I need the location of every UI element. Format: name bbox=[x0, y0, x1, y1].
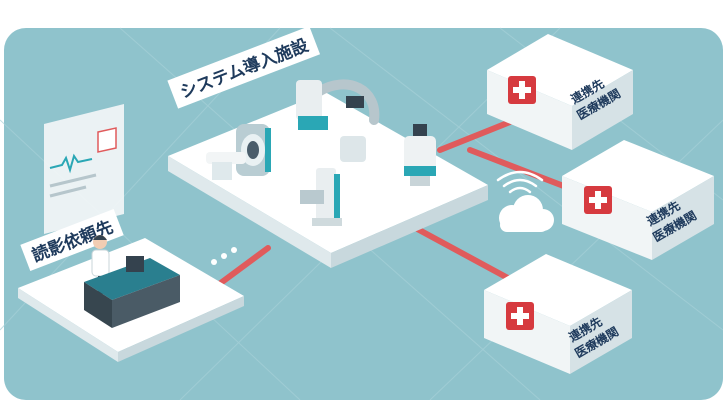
wifi-icon bbox=[496, 170, 544, 194]
doctor-icon bbox=[91, 235, 110, 294]
medical-cross-icon bbox=[584, 186, 612, 214]
medical-cross-icon bbox=[508, 76, 536, 104]
medical-cross-icon bbox=[506, 302, 534, 330]
ct-scanner-icon bbox=[206, 124, 271, 180]
c-arm-xray-icon bbox=[296, 79, 380, 162]
partner-box-2: 連携先 医療機関 bbox=[562, 140, 714, 260]
ultrasound-icon bbox=[404, 124, 436, 186]
monitor-heart-icon bbox=[97, 127, 117, 153]
signal-dots bbox=[211, 247, 237, 265]
doctor-desk bbox=[84, 256, 180, 328]
monitor-card bbox=[44, 104, 124, 234]
partner-box-1: 連携先 医療機関 bbox=[487, 34, 633, 150]
xray-stand-icon bbox=[300, 168, 342, 226]
cloud-icon bbox=[499, 195, 554, 232]
